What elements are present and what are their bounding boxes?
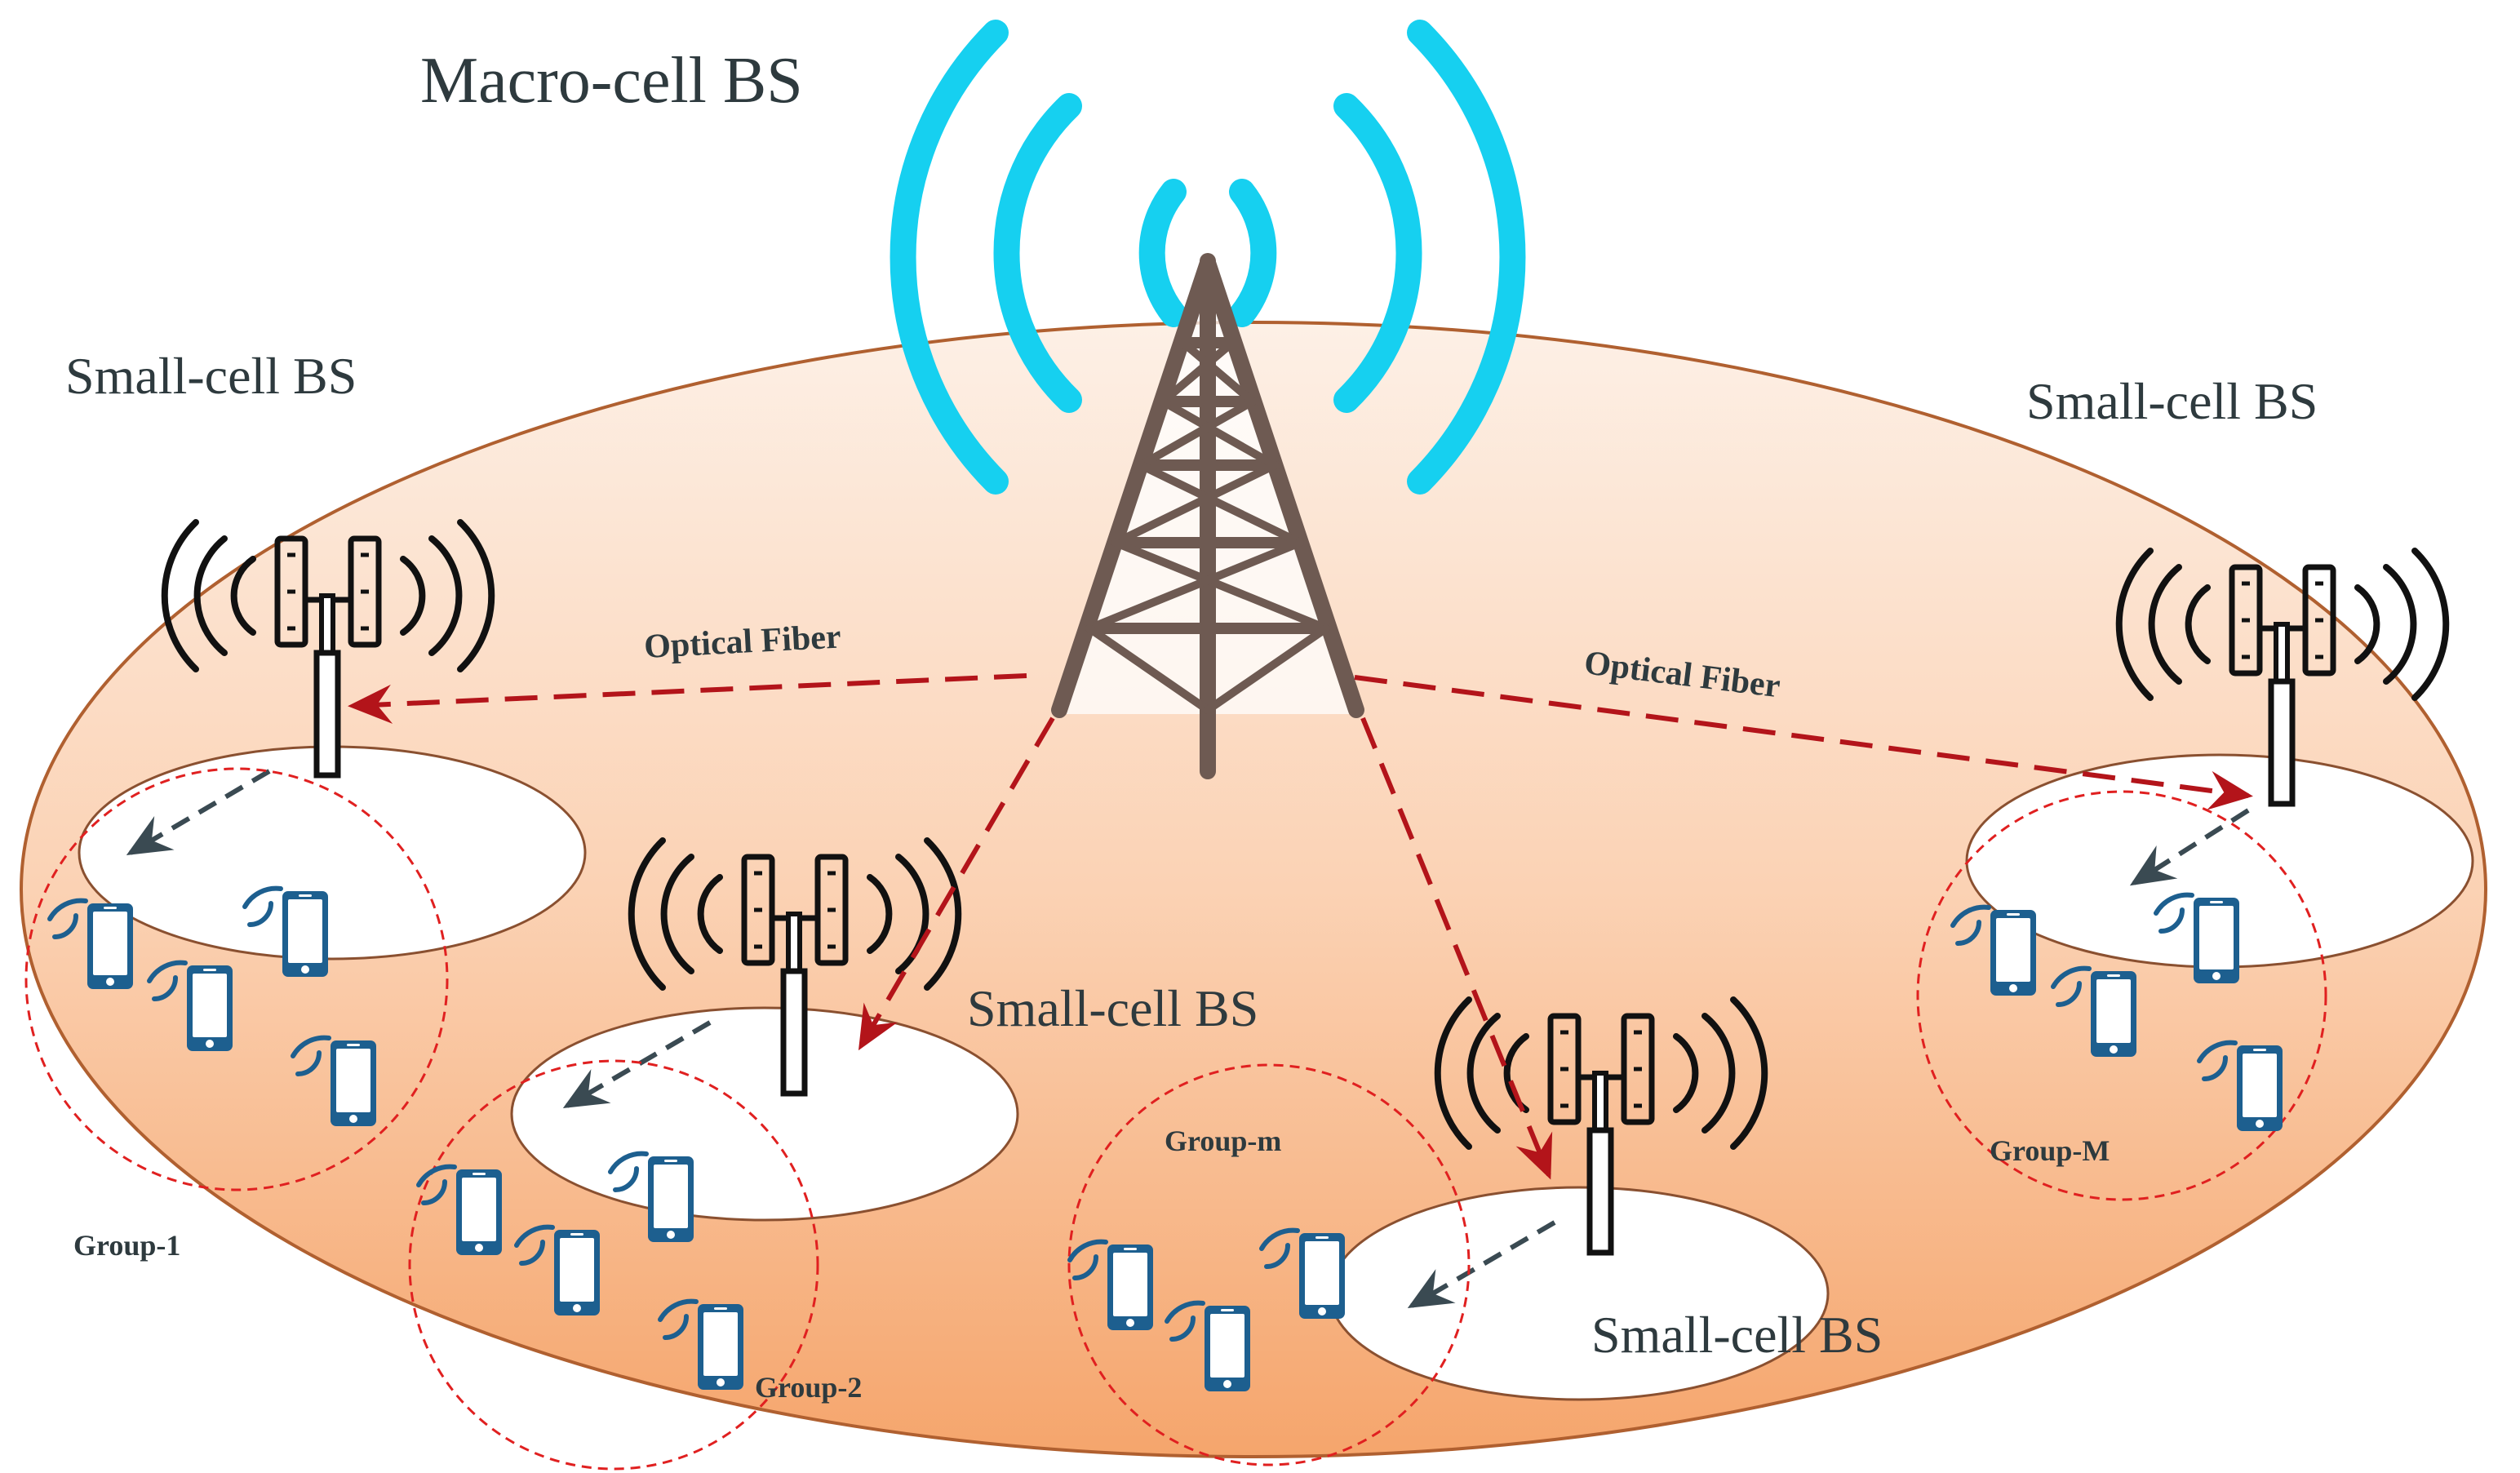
fiber-arrow-right [1354, 675, 2253, 810]
small-cell-coverage-m [1329, 1186, 1830, 1401]
small-cell-coverage-2 [510, 1006, 1019, 1222]
macro-signal-icon [890, 20, 1526, 495]
group-circle-m [1067, 1063, 1471, 1466]
group-label-m: Group-m [1165, 1125, 1281, 1157]
group-label-2: Group-2 [755, 1371, 862, 1404]
macro-bs-label: Macro-cell BS [420, 45, 803, 117]
user-arrow-m [1407, 1220, 1556, 1309]
user-arrow-2 [562, 1020, 712, 1109]
group-circle-2 [408, 1059, 819, 1471]
small-bs-label-top-left: Small-cell BS [65, 347, 357, 405]
group-label-M: Group-M [1990, 1134, 2110, 1167]
user-arrow-M [2129, 808, 2250, 886]
small-bs-label-bottom: Small-cell BS [1591, 1306, 1883, 1364]
small-bs-label-top-right: Small-cell BS [2026, 372, 2318, 430]
small-bs-label-middle: Small-cell BS [967, 979, 1258, 1037]
fiber-arrow-left [348, 673, 1027, 724]
fiber-arrow-to-2 [858, 717, 1055, 1051]
user-arrow-1 [126, 769, 271, 856]
cell-tower-icon [1051, 253, 1364, 779]
group-circle-M [1916, 790, 2327, 1201]
group-circle-1 [24, 767, 449, 1191]
group-label-1: Group-1 [73, 1229, 180, 1262]
fiber-arrow-to-m [1360, 717, 1553, 1180]
small-cell-coverage-1 [78, 745, 587, 961]
